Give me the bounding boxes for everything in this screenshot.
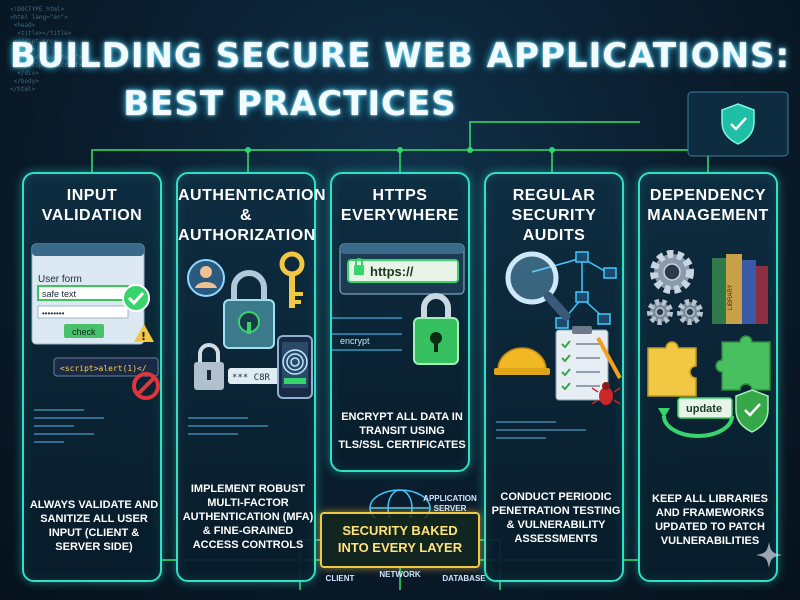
refresh-icon <box>658 408 734 438</box>
card-input-validation: INPUT VALIDATION User form safe text •••… <box>22 172 162 582</box>
card-illustration: *** C8R <box>187 251 313 435</box>
shield-icon <box>735 389 769 433</box>
shield-icon <box>721 103 755 145</box>
padlock-icon <box>413 293 459 365</box>
check-icon <box>122 284 150 312</box>
card-dependency-management: DEPENDENCY MANAGEMENT LIBRARY update KEE… <box>638 172 778 582</box>
key-icon <box>279 251 305 308</box>
clipboard-icon <box>555 326 609 401</box>
script-snippet: <script>alert(1)</ <box>60 364 147 373</box>
bug-icon <box>591 382 621 405</box>
book-label: LIBRARY <box>728 284 734 310</box>
label-client: CLIENT <box>325 574 355 583</box>
label-application-server: APPLICATION SERVER <box>423 494 477 513</box>
card-https: HTTPS EVERYWHERE https:// encrypt ENCRYP… <box>330 172 470 472</box>
form-title: User form <box>38 274 82 285</box>
phone-icon <box>277 335 313 399</box>
card-security-audits: REGULAR SECURITY AUDITS CONDUCT PERIODIC… <box>484 172 624 582</box>
globe-icon <box>369 489 431 518</box>
card-heading: HTTPS EVERYWHERE <box>340 187 460 224</box>
decorative-code: <!DOCTYPE html><html lang="en"> <head> <… <box>10 6 83 93</box>
label-database: DATABASE <box>442 574 486 583</box>
https-url: https:// <box>370 264 414 279</box>
card-authentication: AUTHENTICATION & AUTHORIZATION *** C8R I… <box>176 172 327 582</box>
label-network: NETWORK <box>379 570 421 579</box>
card-description: IMPLEMENT ROBUST MULTI-FACTOR AUTHENTICA… <box>182 483 314 551</box>
password-field <box>37 305 129 319</box>
card-illustration: LIBRARY update <box>647 250 771 438</box>
gear-icon <box>677 299 703 325</box>
padlock-icon <box>194 343 224 390</box>
gear-icon <box>650 250 694 294</box>
padlock-icon <box>223 270 275 349</box>
form-field-value: safe text <box>42 289 77 299</box>
prohibited-icon <box>132 372 160 400</box>
gear-icon <box>647 299 673 325</box>
card-heading: REGULAR SECURITY AUDITS <box>511 187 597 244</box>
security-layer-badge: SECURITY BAKED INTO EVERY LAYER <box>320 512 480 568</box>
warning-icon: ! <box>134 324 154 343</box>
card-description: ALWAYS VALIDATE AND SANITIZE ALL USER IN… <box>29 499 159 553</box>
card-illustration <box>494 251 622 439</box>
puzzle-icon <box>715 335 771 391</box>
card-heading: INPUT VALIDATION <box>41 187 143 224</box>
magnifier-icon <box>505 251 571 321</box>
pin-text: *** C8R <box>232 373 271 383</box>
page-subtitle: BEST PRACTICES <box>123 84 457 124</box>
sparkle-icon <box>756 542 782 568</box>
svg-text:!: ! <box>141 330 146 343</box>
card-description: CONDUCT PERIODIC PENETRATION TESTING & V… <box>491 491 621 545</box>
book-icon <box>712 254 768 324</box>
card-heading: AUTHENTICATION & AUTHORIZATION <box>178 187 327 244</box>
card-illustration: https:// encrypt <box>332 243 465 365</box>
card-illustration: User form safe text •••••••• check ! <sc… <box>31 243 160 443</box>
page-title: BUILDING SECURE WEB APPLICATIONS: <box>9 36 791 76</box>
padlock-icon <box>354 258 364 275</box>
password-mask: •••••••• <box>42 309 65 318</box>
check-button-label: check <box>72 327 96 337</box>
card-description: KEEP ALL LIBRARIES AND FRAMEWORKS UPDATE… <box>652 493 768 547</box>
check-button <box>64 324 104 338</box>
card-heading: DEPENDENCY MANAGEMENT <box>647 187 769 224</box>
encrypt-label: encrypt <box>340 336 370 346</box>
browser-icon <box>339 243 465 295</box>
user-icon <box>187 259 225 297</box>
fingerprint-icon <box>282 349 308 375</box>
puzzle-icon <box>647 341 697 397</box>
update-label: update <box>686 403 722 415</box>
card-description: ENCRYPT ALL DATA IN TRANSIT USING TLS/SS… <box>338 411 466 451</box>
hardhat-icon <box>494 347 550 375</box>
